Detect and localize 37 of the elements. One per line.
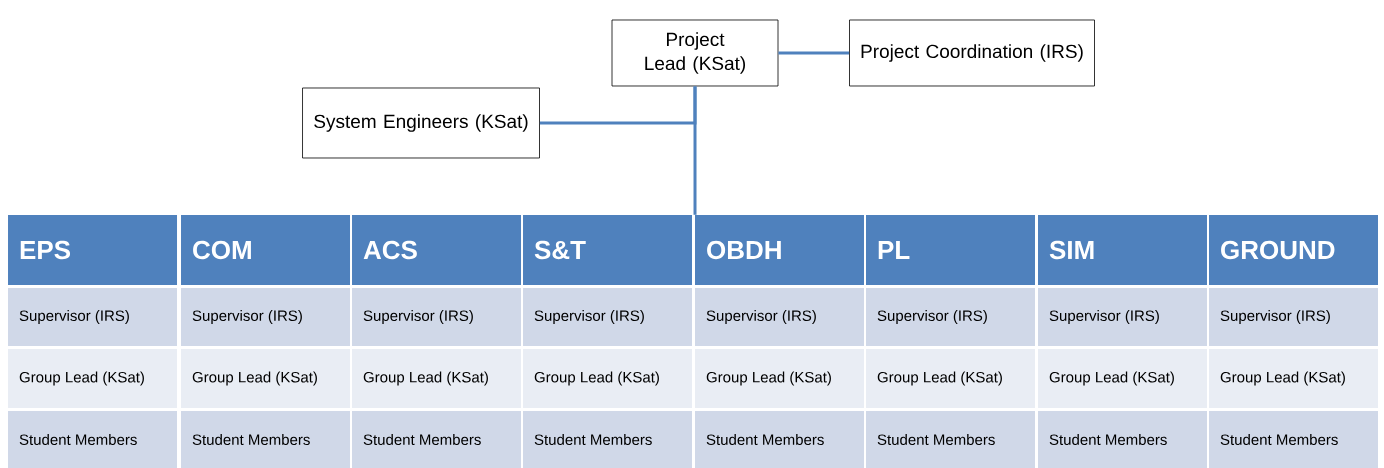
table-cell: Student Members <box>866 411 1035 468</box>
table-cell: Supervisor (IRS) <box>1038 288 1207 346</box>
table-cell: Group Lead (KSat) <box>1209 349 1378 408</box>
table-cell: Supervisor (IRS) <box>8 288 177 346</box>
table-cell: Student Members <box>523 411 692 468</box>
table-cell: Supervisor (IRS) <box>1209 288 1378 346</box>
table-cell: Group Lead (KSat) <box>695 349 864 408</box>
header-cell: S&T <box>523 215 692 285</box>
table-cell: Group Lead (KSat) <box>352 349 521 408</box>
connector-line <box>693 86 697 215</box>
table-cell: Student Members <box>1209 411 1378 468</box>
table-cell: Supervisor (IRS) <box>352 288 521 346</box>
header-cell: SIM <box>1038 215 1207 285</box>
table-cell: Supervisor (IRS) <box>695 288 864 346</box>
header-cell: COM <box>181 215 350 285</box>
table-cell: Supervisor (IRS) <box>866 288 1035 346</box>
table-cell: Group Lead (KSat) <box>1038 349 1207 408</box>
table-cell: Student Members <box>181 411 350 468</box>
table-cell: Group Lead (KSat) <box>181 349 350 408</box>
header-cell: EPS <box>8 215 177 285</box>
table-cell: Supervisor (IRS) <box>181 288 350 346</box>
table-cell: Group Lead (KSat) <box>866 349 1035 408</box>
header-cell: OBDH <box>695 215 864 285</box>
table-cell: Group Lead (KSat) <box>8 349 177 408</box>
role-box: Project Lead (KSat) <box>611 19 779 87</box>
table-cell: Group Lead (KSat) <box>523 349 692 408</box>
connector-line <box>778 51 850 55</box>
table-cell: Student Members <box>8 411 177 468</box>
table-cell: Student Members <box>695 411 864 468</box>
role-box: Project Coordination (IRS) <box>849 19 1095 87</box>
table-cell: Student Members <box>1038 411 1207 468</box>
table-cell: Supervisor (IRS) <box>523 288 692 346</box>
header-cell: GROUND <box>1209 215 1378 285</box>
header-cell: ACS <box>352 215 521 285</box>
role-box: System Engineers (KSat) <box>302 87 540 159</box>
table-cell: Student Members <box>352 411 521 468</box>
header-cell: PL <box>866 215 1035 285</box>
